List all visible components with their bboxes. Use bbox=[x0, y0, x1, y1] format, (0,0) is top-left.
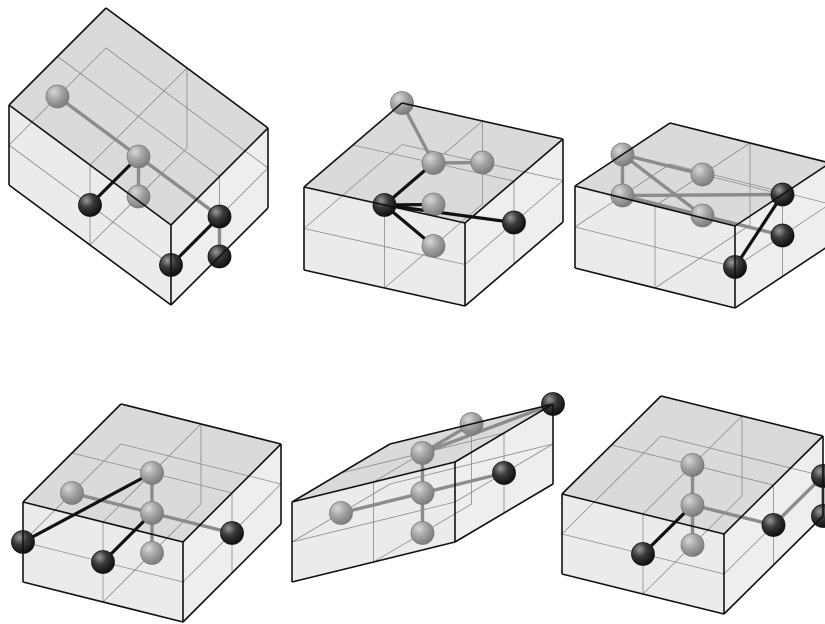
cube-panel bbox=[9, 8, 268, 305]
atom bbox=[221, 522, 244, 545]
atom bbox=[46, 85, 69, 108]
atom bbox=[411, 522, 434, 545]
atom bbox=[422, 152, 445, 175]
atom bbox=[141, 502, 164, 525]
atom bbox=[127, 145, 150, 168]
atom bbox=[771, 224, 794, 247]
atom bbox=[411, 482, 434, 505]
cube-panel bbox=[562, 396, 825, 614]
atom bbox=[61, 482, 84, 505]
atom bbox=[141, 462, 164, 485]
atom bbox=[681, 534, 704, 557]
atom bbox=[330, 502, 353, 525]
bond bbox=[623, 195, 783, 196]
atom bbox=[411, 442, 434, 465]
atom bbox=[208, 205, 231, 228]
atom bbox=[691, 163, 714, 186]
atom bbox=[141, 542, 164, 565]
atom bbox=[92, 551, 115, 574]
cube-panel bbox=[575, 123, 825, 308]
atom bbox=[681, 494, 704, 517]
atom bbox=[79, 194, 102, 217]
atom bbox=[493, 462, 516, 485]
atom bbox=[422, 193, 445, 216]
atom bbox=[681, 454, 704, 477]
atom bbox=[503, 211, 526, 234]
atom bbox=[422, 235, 445, 258]
atom bbox=[471, 151, 494, 174]
cube-panel bbox=[12, 404, 282, 622]
atom bbox=[127, 185, 150, 208]
cube-panel bbox=[304, 92, 563, 307]
cube-panel bbox=[292, 393, 565, 583]
atom bbox=[762, 514, 785, 537]
atom bbox=[632, 543, 655, 566]
